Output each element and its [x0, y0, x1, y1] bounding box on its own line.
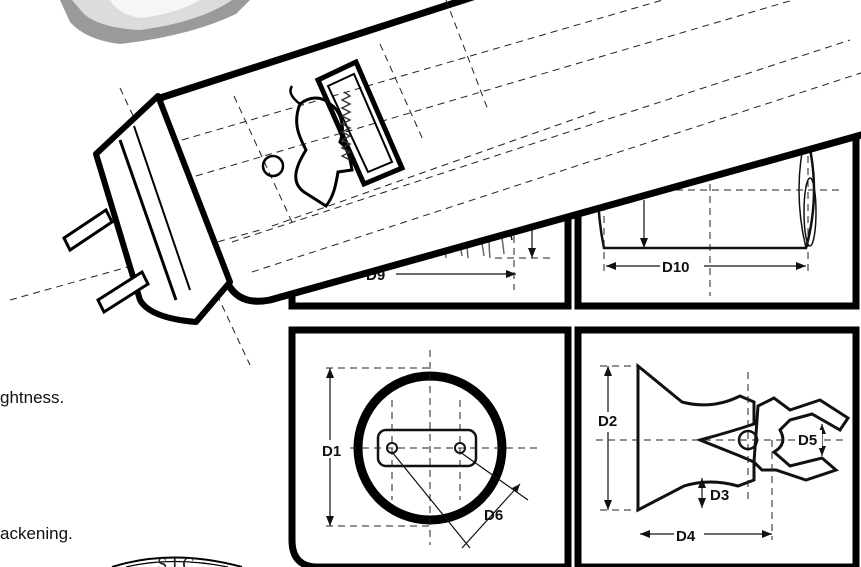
- dimension-label-d2: D2: [598, 413, 617, 430]
- text-fragment-brightness: ghtness.: [0, 388, 65, 407]
- text-fragment-blackening: ackening.: [0, 524, 73, 543]
- dimension-label-d10: D10: [662, 259, 690, 276]
- dimension-label-d4: D4: [676, 528, 696, 545]
- panel-mount: D2 D3 D4 D5: [574, 326, 860, 567]
- dimension-label-d1: D1: [322, 443, 341, 460]
- dimension-label-d6: D6: [484, 507, 503, 524]
- sic-logo: S.I.C.: [111, 554, 243, 567]
- lamp-photo-fragment: [60, 0, 250, 44]
- logo-letters: S.I.C.: [157, 554, 199, 567]
- dimension-label-d3: D3: [710, 487, 729, 504]
- panel-end-cap: D1 D6: [288, 326, 572, 567]
- dimension-label-d5: D5: [798, 432, 817, 449]
- lamp-base: [62, 93, 233, 325]
